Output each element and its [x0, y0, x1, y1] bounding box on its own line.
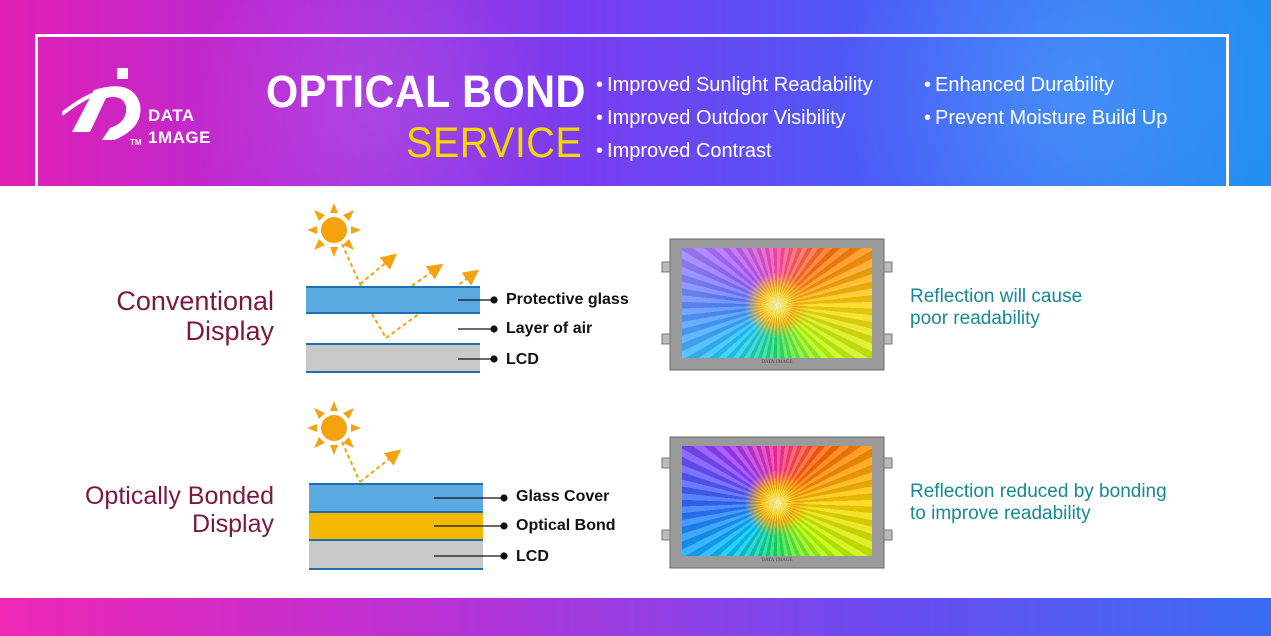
layer-label-glass-cover: Glass Cover [516, 488, 610, 505]
monitor-badge: DATA 1MAGE [761, 360, 793, 365]
layer-label-protective-glass: Protective glass [506, 291, 629, 308]
layer-label-air: Layer of air [506, 320, 593, 337]
flower-screen-image [682, 446, 872, 556]
desc-line: Reflection reduced by bonding [910, 481, 1167, 502]
layer-label-lcd: LCD [506, 351, 539, 368]
desc-line: to improve readability [910, 503, 1091, 524]
monitor-badge: DATA 1MAGE [761, 558, 793, 563]
label-line: Optically Bonded [84, 482, 274, 510]
sun-icon [307, 203, 361, 257]
flower-screen-image [682, 248, 872, 358]
desc-line: Reflection will cause [910, 286, 1083, 307]
layer-label-lcd: LCD [516, 548, 549, 565]
bonded-display-label: Optically Bonded Display [40, 482, 274, 538]
leader-lines [458, 296, 498, 363]
bonded-description: Reflection reduced by bonding to improve… [910, 481, 1167, 525]
desc-line: poor readability [910, 308, 1040, 329]
label-line: Conventional [116, 286, 274, 316]
lcd-layer [309, 541, 483, 570]
trademark-mark: TM [130, 138, 142, 147]
light-rays [341, 441, 402, 483]
benefit-item: Prevent Moisture Build Up [924, 106, 1167, 130]
sun-icon [307, 401, 361, 455]
brand-line1: DATA [148, 106, 195, 125]
benefit-item: Enhanced Durability [924, 73, 1114, 97]
page-subtitle: SERVICE [406, 119, 583, 167]
logo-mark-icon [62, 68, 141, 140]
layer-label-optical-bond: Optical Bond [516, 517, 616, 534]
protective-glass-layer [306, 286, 480, 314]
benefit-item: Improved Outdoor Visibility [596, 106, 846, 130]
brand-line2: 1MAGE [148, 128, 211, 147]
header-frame [35, 34, 1229, 194]
screen-glare [682, 248, 872, 358]
label-line: Display [185, 316, 274, 346]
benefit-item: Improved Contrast [596, 139, 772, 163]
benefit-item: Improved Sunlight Readability [596, 73, 873, 97]
lcd-layer [306, 343, 480, 373]
brand-logo: DATA 1MAGE [62, 68, 232, 158]
conventional-display-label: Conventional Display [60, 286, 274, 346]
conventional-description: Reflection will cause poor readability [910, 286, 1082, 330]
label-line: Display [192, 510, 274, 538]
page-title: OPTICAL BOND [266, 66, 586, 117]
leader-lines [434, 494, 508, 560]
footer-band [0, 598, 1271, 636]
